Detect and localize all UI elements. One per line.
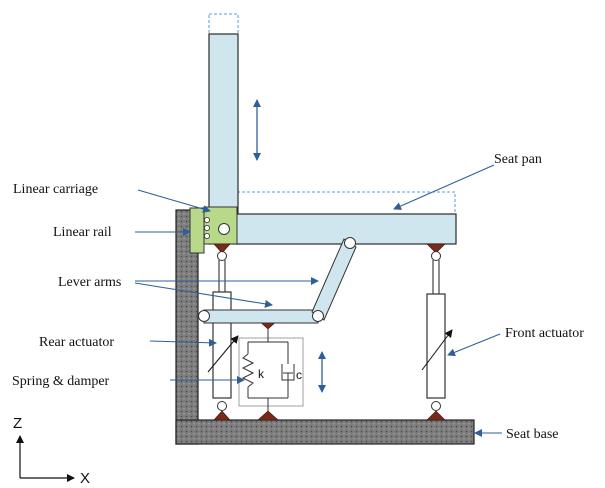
linear-carriage — [203, 206, 238, 245]
axis-indicator: Z X — [13, 415, 90, 487]
callout-arrows — [134, 164, 502, 437]
joint-mounts — [213, 243, 446, 421]
front-actuator — [421, 251, 453, 411]
damper-symbol: c — [296, 368, 302, 382]
rear-actuator — [207, 251, 239, 411]
spring-icon — [241, 353, 255, 388]
spring-symbol: k — [258, 367, 265, 381]
motion-arrows — [253, 99, 326, 393]
label-front-actuator: Front actuator — [505, 326, 584, 341]
spring-damper: k c — [238, 329, 304, 411]
displaced-position-ghost — [208, 13, 456, 221]
label-seat-pan: Seat pan — [494, 152, 542, 167]
linear-rail — [189, 207, 205, 254]
label-rear-actuator: Rear actuator — [39, 335, 114, 350]
axis-x-label: X — [80, 470, 90, 487]
axis-z-label: Z — [13, 415, 22, 432]
label-seat-base: Seat base — [506, 427, 558, 442]
lever-arms — [198, 237, 357, 324]
label-linear-rail: Linear rail — [53, 225, 112, 240]
seat-base-frame — [175, 209, 475, 445]
label-linear-carriage: Linear carriage — [13, 182, 98, 197]
label-lever-arms: Lever arms — [58, 275, 121, 290]
label-spring-damper: Spring & damper — [12, 374, 110, 389]
